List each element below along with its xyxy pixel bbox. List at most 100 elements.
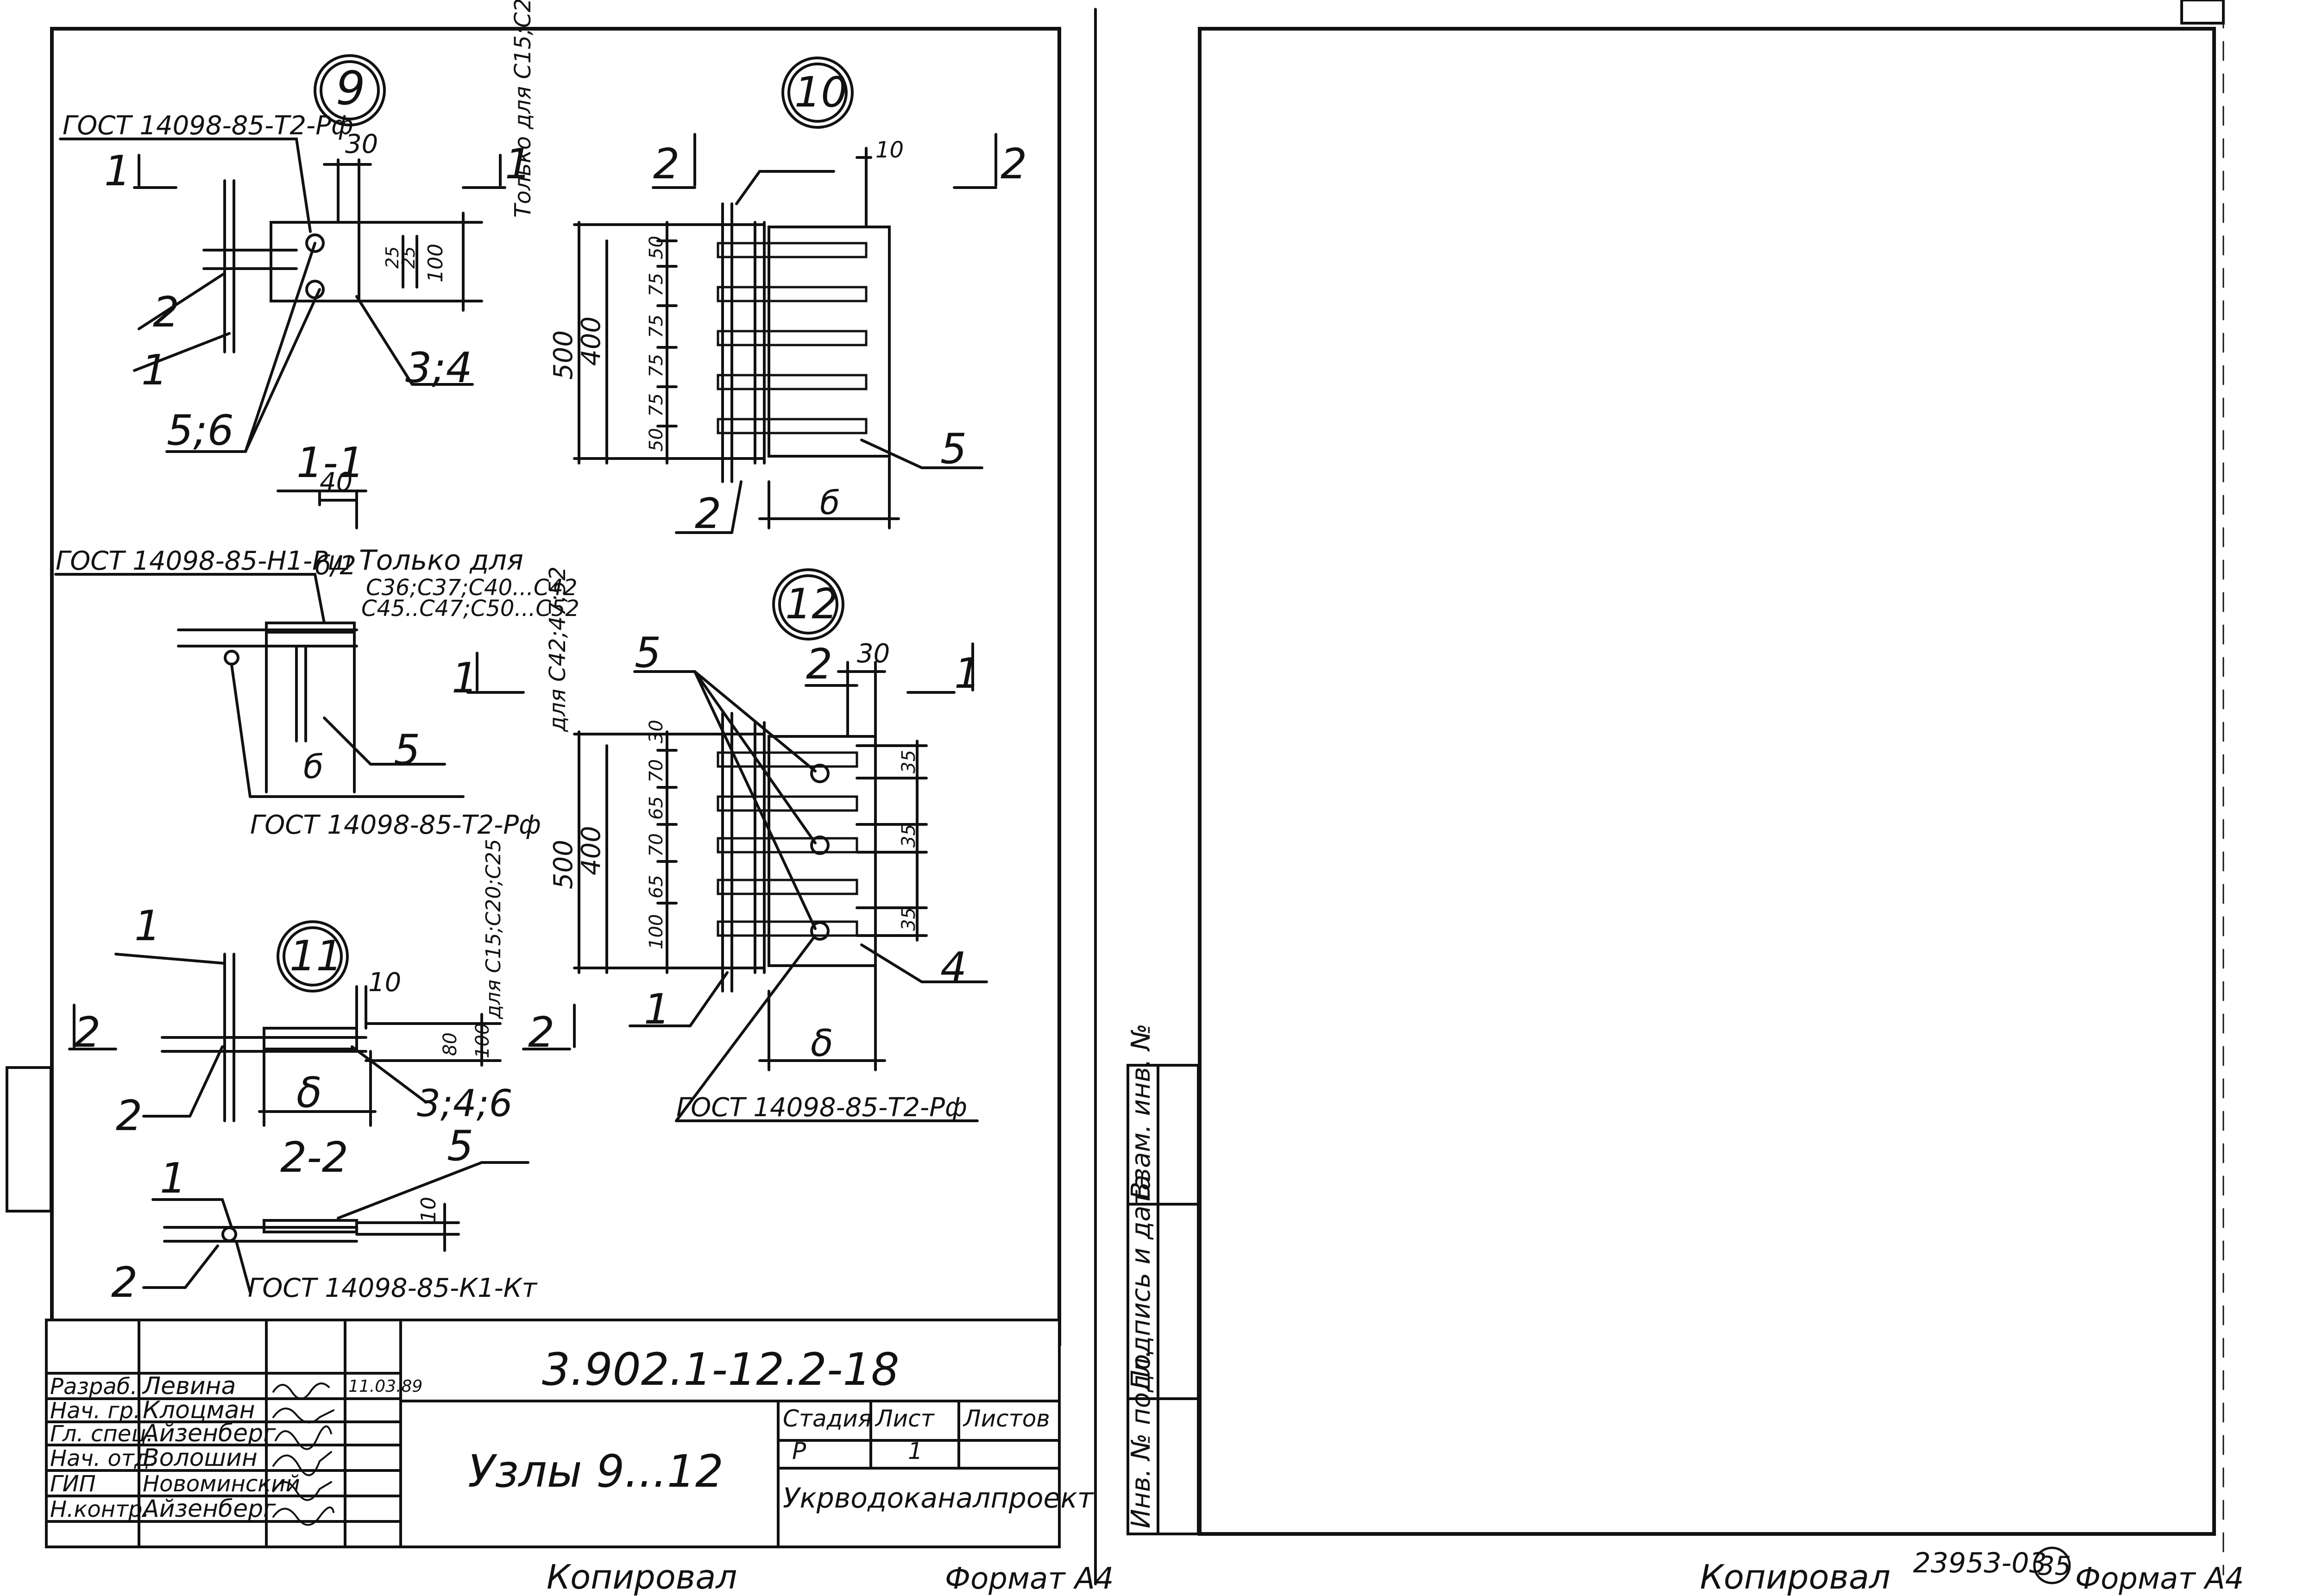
part-3-4-n9: 3;4 [405,344,472,392]
dim-100-n11: 100 [472,1023,493,1058]
part-1-n12: 1 [644,985,670,1034]
part-2-n11: 2 [116,1092,142,1140]
part-5-n10: 5 [940,425,967,473]
sheet-header: Лист [875,1405,935,1432]
dim-30-n12: 30 [857,639,890,669]
node-11-drawing [68,920,576,1127]
part-2-n9: 2 [153,288,179,337]
name-2: Айзенберг [141,1420,276,1447]
dim-75-n10-a: 75 [646,273,667,296]
dim-80-n11: 80 [440,1032,461,1056]
dim-10-n10: 10 [875,137,904,163]
part-5-sec22: 5 [447,1122,473,1170]
dim-65-n12-b: 65 [646,875,667,899]
section-2-2-label: 2-2 [280,1133,348,1182]
format-left: Формат А4 [945,1562,1114,1596]
dim-25-a: 25 [398,246,419,269]
node-12-number: 12 [785,580,838,628]
dim-50-n10-b: 50 [646,428,667,452]
side-stamp-replace: Взам. инв. № [1126,1024,1156,1200]
side-stamp [1127,1064,1200,1535]
role-0: Разраб. [50,1374,138,1400]
dim-100-n12: 100 [646,914,667,949]
dim-30-a: 30 [345,129,378,159]
cut-2-n11-left: 2 [74,1008,101,1057]
section-2-2-drawing [142,1161,529,1294]
only-for-b3: С45..С47;С50...С52 [361,596,579,622]
dim-40: 40 [320,467,352,497]
part-4-n12: 4 [940,943,967,992]
name-1: Клоцман [143,1396,255,1424]
delta-n12: δ [811,1022,833,1065]
date: 11.03.89 [348,1377,422,1396]
title-block [45,1319,1061,1548]
dim-70-n12-b: 70 [646,833,667,857]
role-4: ГИП [50,1471,96,1497]
name-3: Волошин [143,1444,258,1472]
dim-35-n12-b: 35 [898,824,919,848]
gost-n1-rsh: ГОСТ 14098-85-Н1-Рш [56,546,352,576]
cut-1-n12: 1 [954,649,981,698]
left-binding-box [6,1066,52,1213]
only-for-a: Только для С15;С20;С25 [510,0,536,218]
inv-number: 23953-03 [1913,1547,2047,1579]
role-1: Нач. гр. [50,1398,140,1424]
only-for-b2: С36;С37;С40...С42 [366,575,578,601]
format-right: Формат А4 [2075,1562,2244,1596]
gost-t2-rf-c: ГОСТ 14098-85-Т2-Рф [676,1093,967,1123]
for-c42: для С42;47;52 [545,566,571,732]
dim-35-n12-c: 35 [898,907,919,931]
part-1-n11: 1 [134,902,161,950]
dim-75-n10-d: 75 [646,393,667,417]
section-1-1-drawing [54,490,525,798]
for-c15-n11: для С15;С20;С25 [482,839,505,1019]
node-9-number: 9 [336,61,365,115]
delta-n11: δ [296,1068,322,1117]
dim-65-n12-a: 65 [646,796,667,820]
node-11-number: 11 [290,932,343,980]
side-stamp-sign: Подпись и дата [1126,1175,1156,1389]
gost-k1-kt: ГОСТ 14098-85-К1-Кт [248,1273,538,1303]
dim-70-n12-a: 70 [646,759,667,783]
page-number: 35 [2038,1551,2071,1581]
part-5-n12: 5 [635,628,661,677]
only-for-b1: Только для [359,544,523,577]
stage-header: Стадия [783,1405,872,1432]
name-0: Левина [142,1372,236,1400]
part-2-n10: 2 [695,490,721,538]
part-2-sec22: 2 [111,1258,138,1307]
part-5-sec11: 5 [394,726,420,774]
dim-sigma-half: б/2 [315,551,356,581]
node-10-drawing [573,57,997,534]
dim-400-n12: 400 [576,826,606,875]
page-corner-box [2180,0,2225,25]
dim-100-a: 100 [424,244,447,283]
drawing-code: 3.902.1-12.2-18 [542,1344,900,1395]
signatures [272,1382,334,1526]
cut-2-n12: 2 [806,640,832,689]
dim-75-n10-c: 75 [646,354,667,377]
section-1-1-label: 1-1 [296,439,365,487]
dim-500-n10: 500 [548,330,579,380]
gost-t2-rf-b: ГОСТ 14098-85-Т2-Рф [250,810,541,840]
name-4: Новоминский [143,1471,300,1497]
node-12-drawing [573,568,988,1122]
dim-400-n10: 400 [576,316,606,366]
dim-10-sec22: 10 [417,1197,441,1223]
sheets-header: Листов [963,1405,1050,1432]
part-1-sec22: 1 [160,1154,186,1203]
dim-30-n12-v: 30 [646,720,667,743]
role-3: Нач. отд. [50,1445,157,1471]
sigma-n10: б [820,484,840,522]
name-5: Айзенберг [141,1495,276,1523]
dim-75-n10-b: 75 [646,314,667,338]
gost-t2-rf-a: ГОСТ 14098-85-Т2-Рф [63,111,353,141]
role-2: Гл. спец. [50,1421,153,1447]
cut-1-right: 1 [505,140,531,189]
dim-50-n10-a: 50 [646,236,667,259]
dim-25-b: 25 [382,246,403,269]
dim-10-n11: 10 [368,968,401,998]
node-9-drawing [59,54,506,492]
copied-right: Копировал [1700,1558,1890,1596]
